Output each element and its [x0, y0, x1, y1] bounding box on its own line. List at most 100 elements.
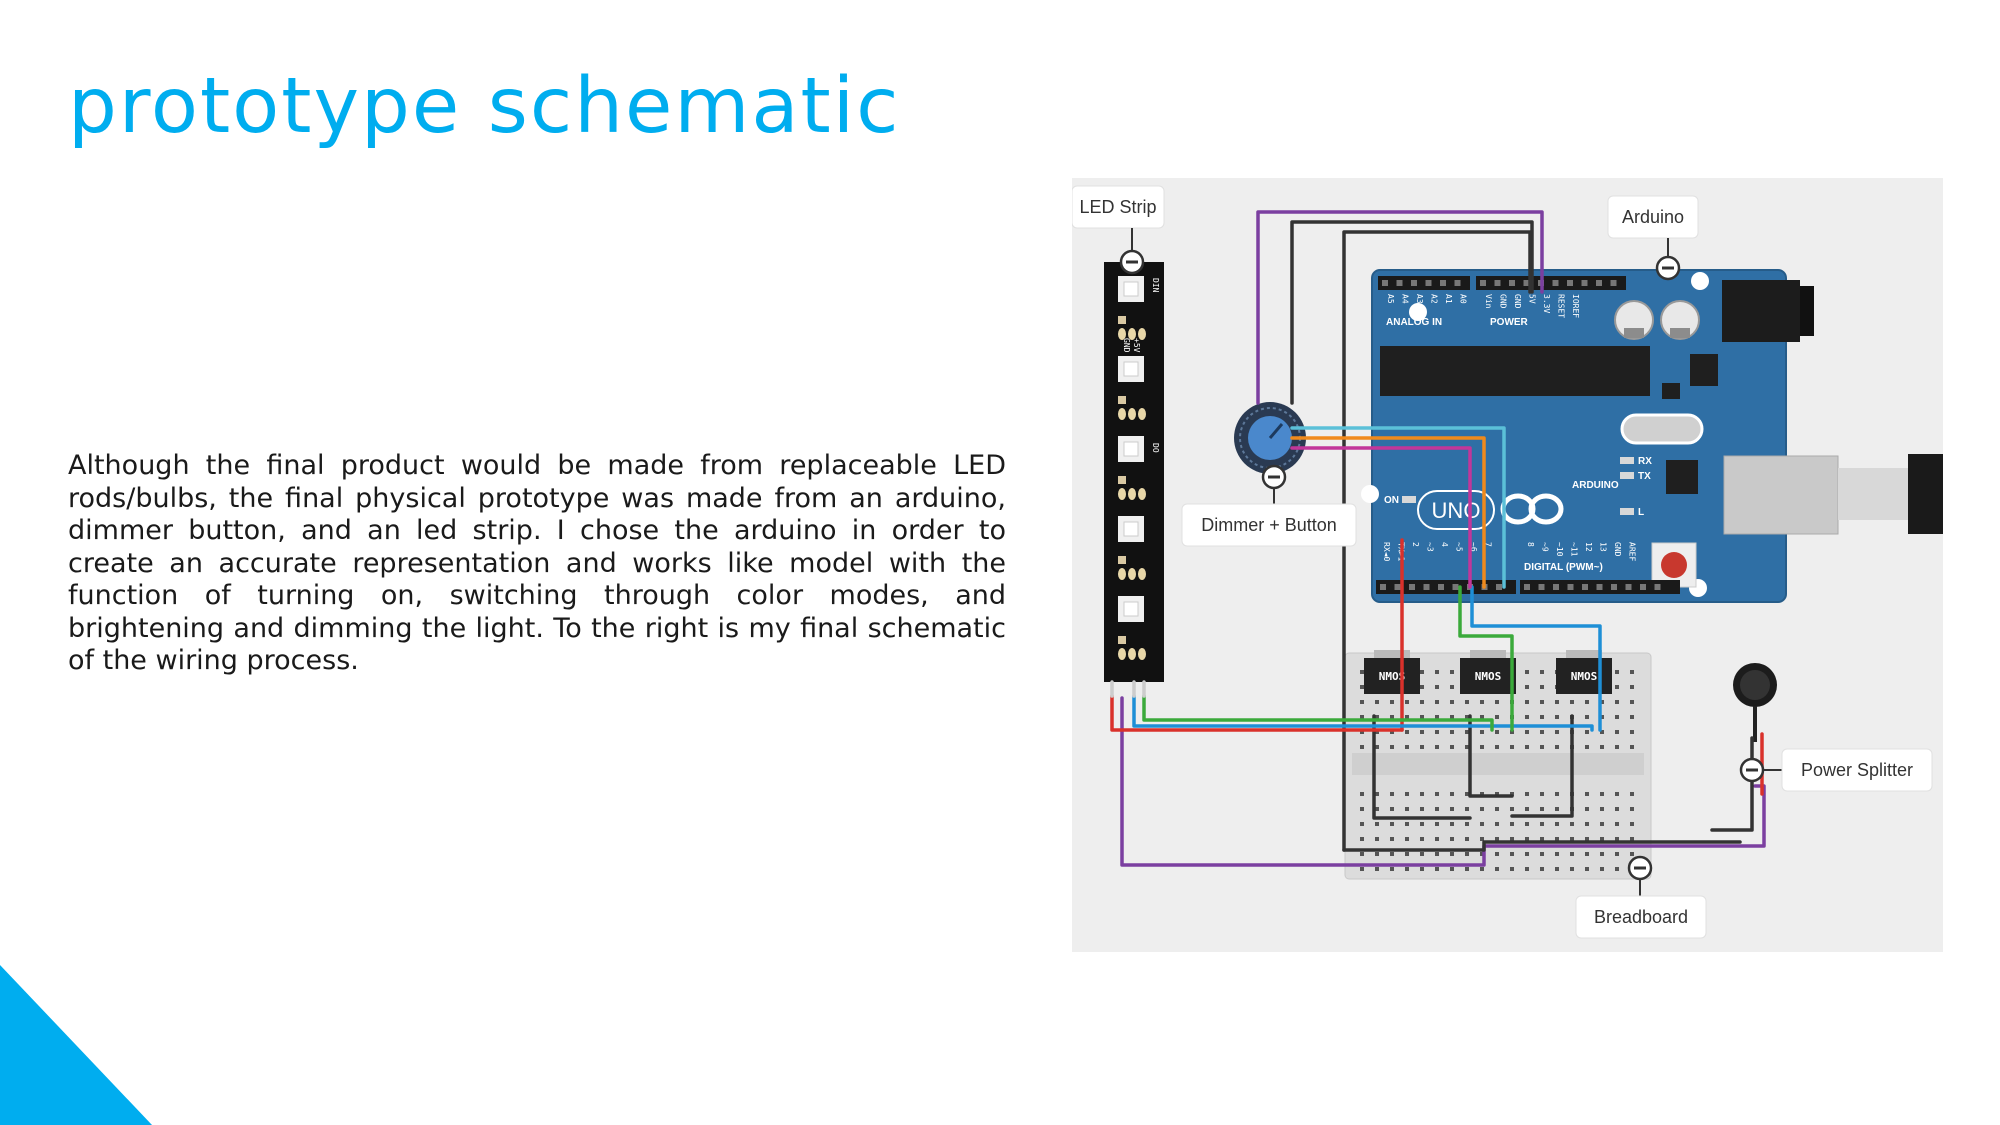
- breadboard-hole: [1555, 715, 1559, 719]
- breadboard-hole: [1615, 685, 1619, 689]
- breadboard-hole: [1465, 807, 1469, 811]
- breadboard-hole: [1480, 700, 1484, 704]
- transistor-1: NMOS: [1364, 650, 1420, 694]
- pin-label: 8: [1526, 542, 1535, 547]
- header-pin: [1581, 280, 1588, 286]
- callout-dimmer-label: Dimmer + Button: [1201, 515, 1337, 535]
- power-splitter-component: [1733, 663, 1777, 742]
- pin-label: AREF: [1628, 542, 1637, 561]
- breadboard-hole: [1585, 867, 1589, 871]
- strip-pin-5v: +5V: [1132, 338, 1141, 353]
- led-strip: DIN +5V GND DO: [1104, 262, 1164, 682]
- breadboard-hole: [1465, 730, 1469, 734]
- svg-text:NMOS: NMOS: [1571, 670, 1598, 683]
- digital-label: DIGITAL (PWM~): [1524, 562, 1603, 573]
- breadboard-hole: [1630, 822, 1634, 826]
- breadboard-hole: [1405, 730, 1409, 734]
- breadboard-hole: [1555, 852, 1559, 856]
- breadboard-hole: [1360, 807, 1364, 811]
- breadboard-hole: [1510, 852, 1514, 856]
- on-led-label: ON: [1384, 495, 1399, 506]
- breadboard-hole: [1405, 715, 1409, 719]
- svg-text:NMOS: NMOS: [1475, 670, 1502, 683]
- pin-label: Vin: [1484, 294, 1493, 309]
- breadboard-hole: [1540, 807, 1544, 811]
- breadboard-hole: [1630, 852, 1634, 856]
- breadboard-hole: [1390, 700, 1394, 704]
- breadboard-hole: [1480, 715, 1484, 719]
- breadboard-hole: [1390, 792, 1394, 796]
- rx-led-label: RX: [1638, 456, 1652, 467]
- breadboard-hole: [1540, 837, 1544, 841]
- breadboard-hole: [1435, 837, 1439, 841]
- breadboard-hole: [1585, 837, 1589, 841]
- strip-solder-pad: [1118, 328, 1126, 340]
- breadboard-hole: [1525, 685, 1529, 689]
- breadboard-hole: [1390, 745, 1394, 749]
- breadboard-hole: [1555, 822, 1559, 826]
- callout-breadboard[interactable]: Breadboard: [1575, 855, 1707, 939]
- header-pin: [1611, 584, 1617, 590]
- header-pin: [1524, 584, 1530, 590]
- breadboard-hole: [1360, 715, 1364, 719]
- breadboard-hole: [1480, 792, 1484, 796]
- breadboard-hole: [1420, 730, 1424, 734]
- breadboard-hole: [1390, 837, 1394, 841]
- breadboard-hole: [1465, 715, 1469, 719]
- breadboard-hole: [1420, 822, 1424, 826]
- breadboard-hole: [1600, 792, 1604, 796]
- breadboard-hole: [1525, 700, 1529, 704]
- breadboard-hole: [1420, 807, 1424, 811]
- breadboard-hole: [1450, 837, 1454, 841]
- callout-dimmer[interactable]: Dimmer + Button: [1181, 464, 1357, 547]
- header-pin: [1509, 280, 1515, 286]
- pin-label: RESET: [1557, 294, 1566, 318]
- header-pin: [1538, 584, 1545, 590]
- breadboard-hole: [1525, 745, 1529, 749]
- breadboard-hole: [1540, 852, 1544, 856]
- breadboard-hole: [1510, 730, 1514, 734]
- pin-label: GND: [1613, 542, 1622, 557]
- strip-led-chip: [1123, 521, 1139, 537]
- breadboard-hole: [1555, 745, 1559, 749]
- breadboard-hole: [1375, 837, 1379, 841]
- breadboard-hole: [1540, 867, 1544, 871]
- breadboard-hole: [1450, 867, 1454, 871]
- pin-label: A2: [1430, 294, 1439, 304]
- breadboard-hole: [1615, 792, 1619, 796]
- breadboard-hole: [1525, 730, 1529, 734]
- breadboard-hole: [1450, 730, 1454, 734]
- breadboard-hole: [1405, 792, 1409, 796]
- header-pin: [1480, 280, 1486, 286]
- breadboard-hole: [1405, 837, 1409, 841]
- breadboard-hole: [1435, 670, 1439, 674]
- breadboard-hole: [1420, 852, 1424, 856]
- breadboard-hole: [1525, 792, 1529, 796]
- breadboard-hole: [1375, 822, 1379, 826]
- header-pin: [1523, 280, 1530, 286]
- breadboard-hole: [1435, 715, 1439, 719]
- header-pin: [1409, 584, 1415, 590]
- breadboard-hole: [1480, 867, 1484, 871]
- breadboard-hole: [1360, 730, 1364, 734]
- strip-pin-gnd: GND: [1122, 338, 1131, 353]
- l-led-label: L: [1638, 507, 1644, 518]
- breadboard-hole: [1600, 807, 1604, 811]
- callout-arduino[interactable]: Arduino: [1607, 195, 1699, 281]
- breadboard-hole: [1615, 745, 1619, 749]
- breadboard-hole: [1435, 807, 1439, 811]
- breadboard-hole: [1600, 837, 1604, 841]
- breadboard-hole: [1390, 715, 1394, 719]
- strip-pin-do: DO: [1151, 443, 1160, 453]
- pin-label: GND: [1499, 294, 1508, 309]
- callout-led-strip[interactable]: LED Strip: [1072, 185, 1165, 275]
- breadboard-hole: [1495, 715, 1499, 719]
- strip-pad: [1118, 476, 1126, 484]
- breadboard-hole: [1450, 792, 1454, 796]
- breadboard-hole: [1570, 837, 1574, 841]
- breadboard-hole: [1480, 745, 1484, 749]
- pin-label: 5V: [1528, 294, 1537, 304]
- breadboard-hole: [1405, 745, 1409, 749]
- callout-power-splitter[interactable]: Power Splitter: [1739, 748, 1933, 792]
